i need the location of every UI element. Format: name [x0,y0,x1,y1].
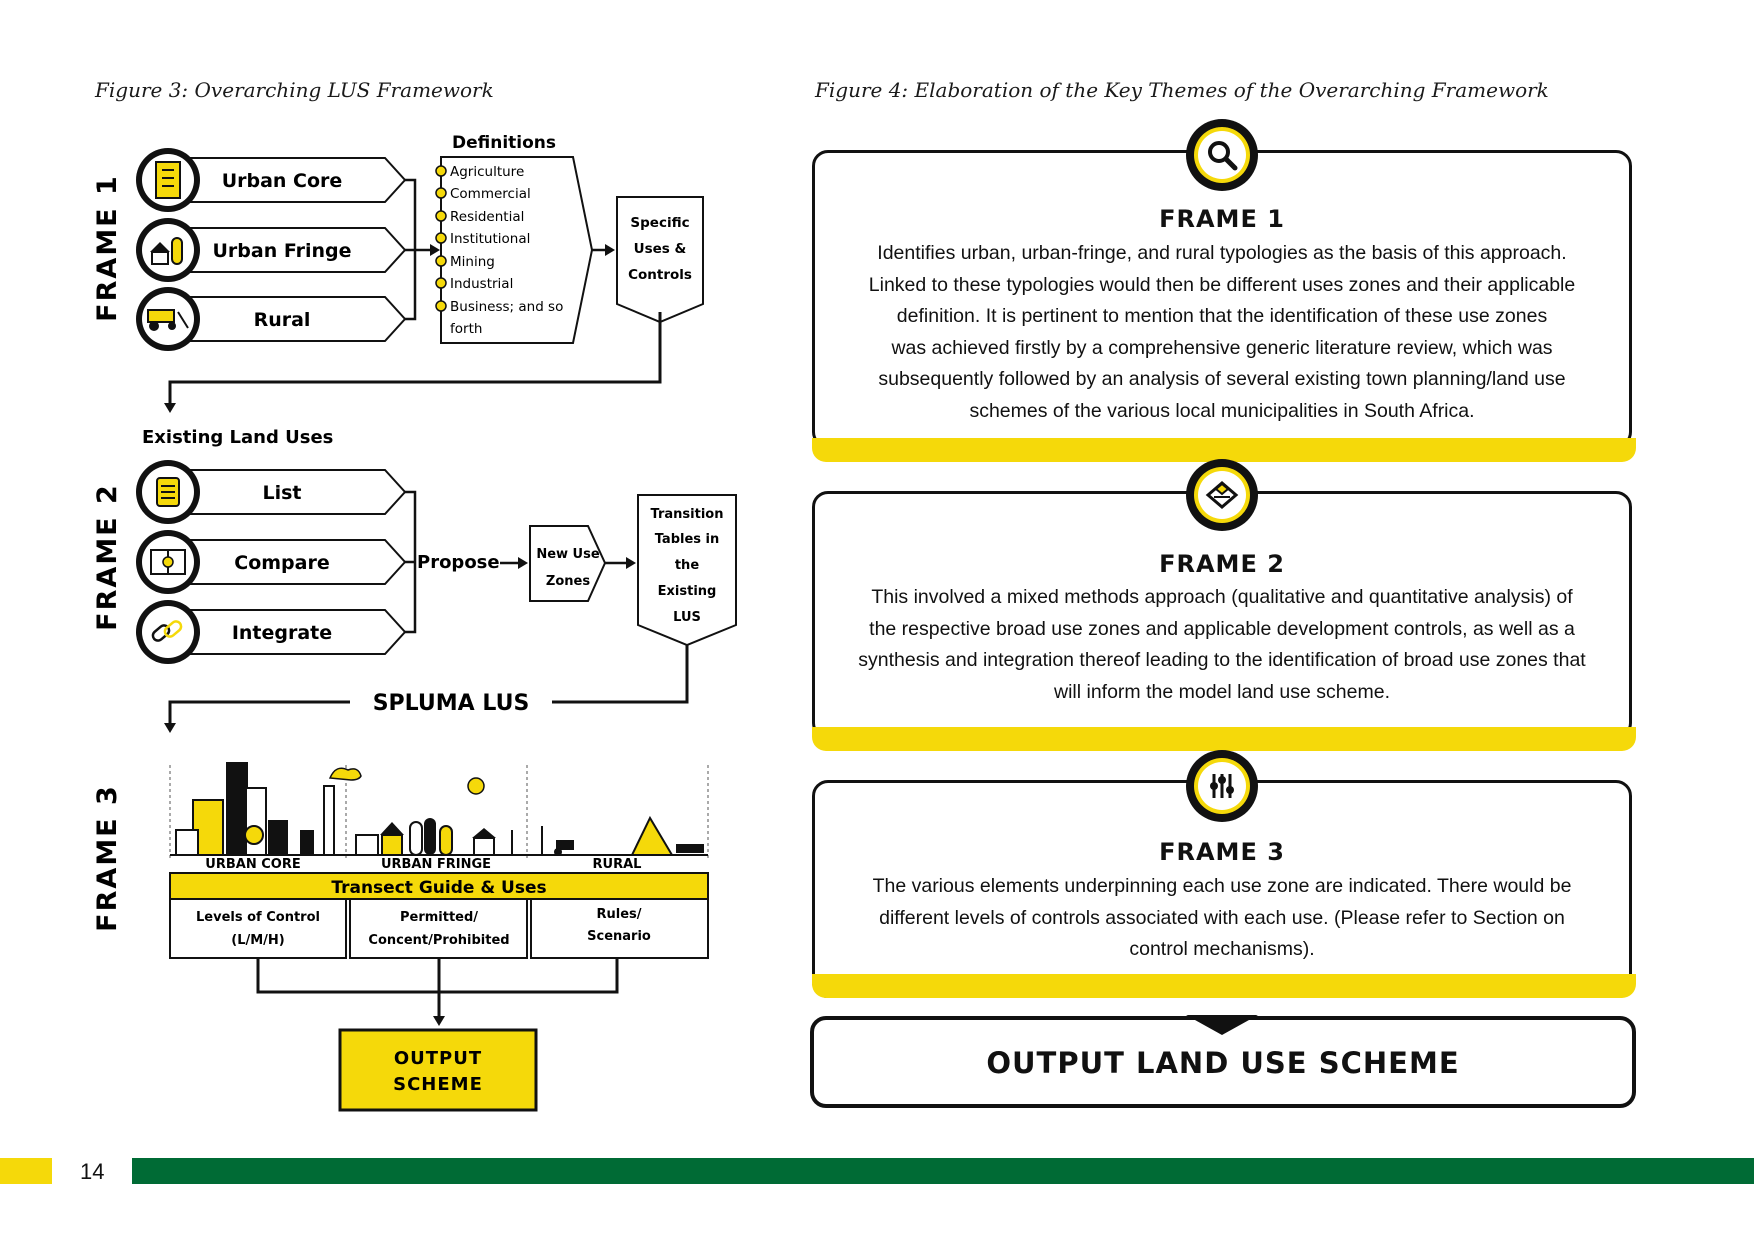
definition-item: Agriculture [450,164,524,180]
description-line: was achieved firstly by a comprehensive … [891,336,1553,359]
step-compare: Compare [136,530,407,594]
footer-yellow-bar [0,1158,52,1184]
existing-land-uses-title: Existing Land Uses [142,427,333,448]
step-integrate: Integrate [136,600,407,664]
frame-2-band [812,727,1636,751]
frame-1-title: FRAME 1 [1159,205,1285,233]
description-line: control mechanisms). [1129,938,1315,960]
list-icon [156,477,180,507]
description-line: synthesis and integration thereof leadin… [858,649,1586,671]
description-line: Linked to these typologies would then be… [868,273,1576,296]
permitted-line: Concent/Prohibited [368,933,509,948]
transition-line: Transition [651,507,724,522]
frame-1-band [812,438,1636,462]
typology-urban-fringe: Urban Fringe [136,218,407,282]
definition-item: Commercial [450,186,531,202]
output-scheme-line: SCHEME [393,1074,483,1095]
step-list: List [136,460,407,524]
output-pointer [1186,1015,1258,1035]
step-label: Integrate [232,622,332,644]
typology-label: Urban Core [222,170,343,192]
new-use-zones-line: Zones [546,574,590,589]
propose-label: Propose [417,552,500,573]
frame-2-description: This involved a mixed methods approach (… [829,582,1615,708]
city-buildings [175,762,362,856]
description-line: Identifies urban, urban-fringe, and rura… [877,242,1567,264]
frame-2-title: FRAME 2 [1159,550,1285,578]
frame-1-badge [1186,119,1258,191]
description-line: subsequently followed by an analysis of … [878,368,1566,390]
step-label: List [262,482,301,504]
definition-item: Business; and so [450,299,563,315]
definition-item: Mining [450,254,495,270]
typology-rural: Rural [136,287,407,351]
tractor-icon [147,309,189,331]
definition-item: Industrial [450,276,513,292]
link-icon [151,620,183,642]
transect-guide-title: Transect Guide & Uses [331,878,546,898]
building-icon [155,161,181,199]
book-icon [150,549,186,575]
frame-2-label: FRAME 2 [92,483,123,631]
permitted-line: Permitted/ [400,910,478,925]
map-icon [1205,481,1239,509]
figure-4-caption: Figure 4: Elaboration of the Key Themes … [815,78,1549,102]
magnifier-icon [1208,141,1238,171]
frame-3-description: The various elements underpinning each u… [829,871,1615,966]
house-silo-icon [150,237,183,265]
frame-1-panel: FRAME 1 Identifies urban, urban-fringe, … [812,150,1632,448]
frame-1-description: Identifies urban, urban-fringe, and rura… [829,238,1615,427]
transition-line: Existing [658,584,717,599]
fringe-buildings [355,777,496,856]
transition-line: Tables in [655,532,720,547]
page-number: 14 [80,1159,105,1184]
description-line: This involved a mixed methods approach (… [871,586,1573,608]
footer-green-bar [132,1158,1754,1184]
specific-uses-line: Controls [628,267,692,283]
output-scheme-line: OUTPUT [394,1048,482,1069]
transect-zone-label: RURAL [593,857,642,872]
transition-line: the [675,558,699,573]
typology-label: Urban Fringe [212,240,351,262]
description-line: different levels of controls associated … [879,906,1565,929]
transect-zone-label: URBAN FRINGE [381,857,491,872]
description-line: the respective broad use zones and appli… [869,617,1575,640]
output-title: OUTPUT LAND USE SCHEME [986,1046,1460,1080]
frame-3-band [812,974,1636,998]
rules-line: Scenario [587,929,651,944]
frame-3-title: FRAME 3 [1159,838,1285,866]
typology-label: Rural [254,309,311,331]
description-line: will inform the model land use scheme. [1054,680,1390,703]
definition-item: Institutional [450,231,530,247]
definition-item: Residential [450,209,524,225]
figure-3-caption: Figure 3: Overarching LUS Framework [95,78,494,102]
frame-2-badge [1186,459,1258,531]
description-line: schemes of the various local municipalit… [969,399,1475,422]
frame-3-label: FRAME 3 [92,784,123,932]
sliders-icon [1210,774,1234,798]
output-land-use-scheme: OUTPUT LAND USE SCHEME [810,1016,1636,1108]
skyline-illustration [169,762,709,858]
figure-3-diagram: FRAME 1 FRAME 2 FRAME 3 Urban Core Urban… [92,133,737,1112]
rural-landscape [511,815,704,856]
spluma-lus-label: SPLUMA LUS [373,691,530,716]
description-line: The various elements underpinning each u… [872,875,1572,897]
specific-uses-line: Specific [630,215,689,231]
new-use-zones-line: New Use [536,547,600,562]
definition-item: forth [450,321,482,337]
definitions-list: Agriculture Commercial Residential Insti… [435,164,563,337]
frame-3-badge [1186,750,1258,822]
transect-zone-label: URBAN CORE [205,857,300,872]
definitions-title: Definitions [452,133,556,153]
levels-of-control-line: (L/M/H) [231,933,284,948]
frame-1-label: FRAME 1 [92,174,123,322]
rules-line: Rules/ [596,907,641,922]
transition-line: LUS [673,610,701,625]
step-label: Compare [234,552,329,574]
levels-of-control-line: Levels of Control [196,910,320,925]
description-line: definition. It is pertinent to mention t… [896,305,1548,327]
specific-uses-line: Uses & [634,241,687,257]
typology-urban-core: Urban Core [136,148,407,212]
